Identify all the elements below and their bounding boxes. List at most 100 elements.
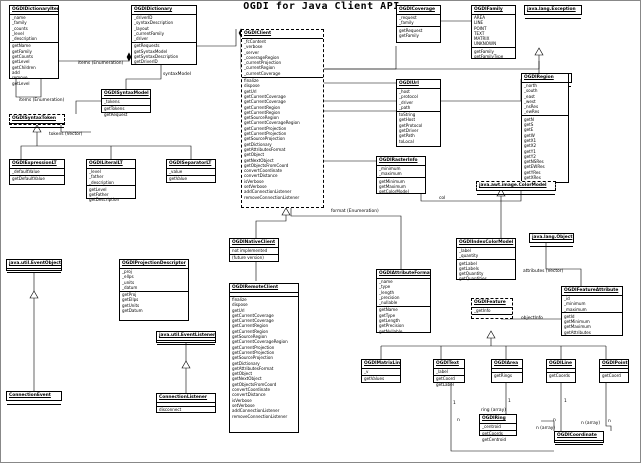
- gen-triangle-exception: [534, 47, 544, 56]
- class-box-ogdiclient: OGDIClient_fcContent_verbose_server_cove…: [241, 29, 324, 208]
- operation-item: getYRes: [524, 169, 541, 175]
- operation-item: getEWRes: [524, 164, 545, 170]
- class-attributes: _minimum_maximum: [377, 166, 425, 179]
- attribute-item: _value: [169, 169, 183, 174]
- attribute-item: _currentProjection: [244, 60, 282, 66]
- operation-item: removeConnectionListener: [232, 413, 288, 419]
- class-name: OGDIUrl: [397, 80, 440, 89]
- class-name: ConnectionListener: [157, 394, 215, 403]
- class-name: OGDILine: [547, 360, 575, 369]
- operation-item: getY2: [524, 153, 536, 159]
- class-name: ConnectionEvent: [7, 392, 61, 401]
- class-attributes: [530, 243, 573, 247]
- class-name: OGDIDictionary: [132, 6, 196, 15]
- attribute-item: POINT: [474, 25, 487, 31]
- attribute-item: not implemented: [232, 248, 268, 253]
- class-box-connectionevent: ConnectionEvent: [6, 391, 62, 405]
- attribute-item: _currentCoverage: [244, 70, 281, 76]
- operation-item: getColorModel: [379, 189, 409, 195]
- class-attributes: [7, 401, 61, 405]
- operation-item: getE: [524, 127, 534, 133]
- operation-item: getUrl: [244, 88, 257, 94]
- operation-item: getXRes: [524, 175, 541, 181]
- class-name: OGDIExpressionLT: [10, 160, 64, 169]
- operation-item: (future version): [232, 255, 264, 261]
- class-box-ogdidictionaryitem: OGDIDictionaryItem_name_family_counts_le…: [9, 5, 59, 86]
- class-attributes: _defaultValue: [10, 169, 64, 176]
- attribute-item: _fcContent: [244, 39, 267, 44]
- attribute-item: AREA: [474, 15, 486, 20]
- gen-triangle-client: [281, 207, 291, 216]
- attribute-item: _east: [524, 93, 535, 99]
- operation-item: getQuantities: [459, 276, 487, 282]
- attribute-item: _quantity: [459, 253, 479, 259]
- operation-item: addConnectionListener: [232, 408, 280, 414]
- label-multiplicity-nc: n: [608, 419, 611, 424]
- operation-item: getValue: [169, 176, 187, 182]
- attribute-item: _level: [12, 30, 24, 36]
- class-attributes: [547, 369, 575, 373]
- class-name: OGDIDictionaryItem: [10, 6, 58, 15]
- operation-item: getDriverID: [134, 59, 158, 65]
- class-attributes: _value: [167, 169, 215, 176]
- operation-item: getCurrentProjection: [244, 131, 287, 137]
- class-operations: [472, 315, 512, 318]
- class-attributes: [477, 191, 555, 195]
- class-operations: getDefaultValue: [10, 176, 64, 182]
- operation-item: getEllps: [122, 297, 139, 303]
- class-name: OGDISyntaxToken: [10, 115, 64, 124]
- label-objectinfo: objectInfo: [521, 316, 543, 321]
- attribute-item: _protocol: [399, 94, 418, 100]
- operation-item: getLevel: [12, 59, 30, 65]
- attribute-item: _ewRes: [524, 109, 540, 115]
- class-operations: [7, 405, 61, 408]
- class-box-ogdiregion: OGDIRegion_north_south_east_west_nsRes_e…: [521, 73, 569, 183]
- class-operations: getValue: [167, 176, 215, 182]
- operation-item: getLength: [379, 318, 400, 324]
- operation-item: finalize: [244, 78, 259, 84]
- class-operations: disconnect: [157, 407, 215, 413]
- class-attributes: not implemented: [230, 248, 278, 255]
- operation-item: getNullable: [379, 328, 403, 334]
- attribute-item: _precision: [379, 294, 400, 300]
- operation-item: getChildren: [12, 64, 36, 70]
- gen-feature-subclasses: [380, 331, 607, 359]
- class-operations: (future version): [230, 255, 278, 261]
- class-name: java.util.EventListener: [157, 332, 215, 341]
- attribute-item: _driverID: [134, 15, 153, 20]
- attribute-item: _maximum: [379, 171, 402, 177]
- class-attributes: [492, 369, 522, 373]
- class-box-ogdidictionary: OGDIDictionary_driverID_syntaxDescriptio…: [131, 5, 197, 65]
- operation-item: getType: [379, 312, 396, 318]
- operation-item: getSourceRegion: [244, 115, 279, 121]
- class-name: OGDIAttributeFormat: [377, 270, 430, 279]
- class-name: OGDILiteralLT: [87, 160, 135, 169]
- operation-item: getFather: [89, 192, 109, 198]
- diagram-title: OGDI for Java Client API: [243, 1, 400, 12]
- operation-item: getCurrentProjection: [232, 349, 275, 355]
- operation-item: getTokens: [104, 106, 125, 112]
- operation-item: getMaximum: [564, 324, 591, 330]
- class-operations: [477, 195, 555, 198]
- operation-item: getFamily: [474, 48, 494, 54]
- attribute-item: _label: [459, 248, 471, 253]
- operation-item: getDictionary: [244, 141, 272, 147]
- operation-item: getCurrentCoverage: [244, 99, 286, 105]
- attribute-item: _proj: [122, 269, 132, 274]
- class-operations: getCoord: [600, 373, 628, 379]
- class-name: OGDINativeClient: [230, 239, 278, 248]
- class-name: OGDIClient: [242, 30, 323, 39]
- attribute-item: _description: [89, 179, 114, 185]
- class-box-javaawtimagecolormodel: java.awt.image.ColorModel: [476, 181, 556, 195]
- assoc-rasterinfo-colormodel: [420, 189, 522, 202]
